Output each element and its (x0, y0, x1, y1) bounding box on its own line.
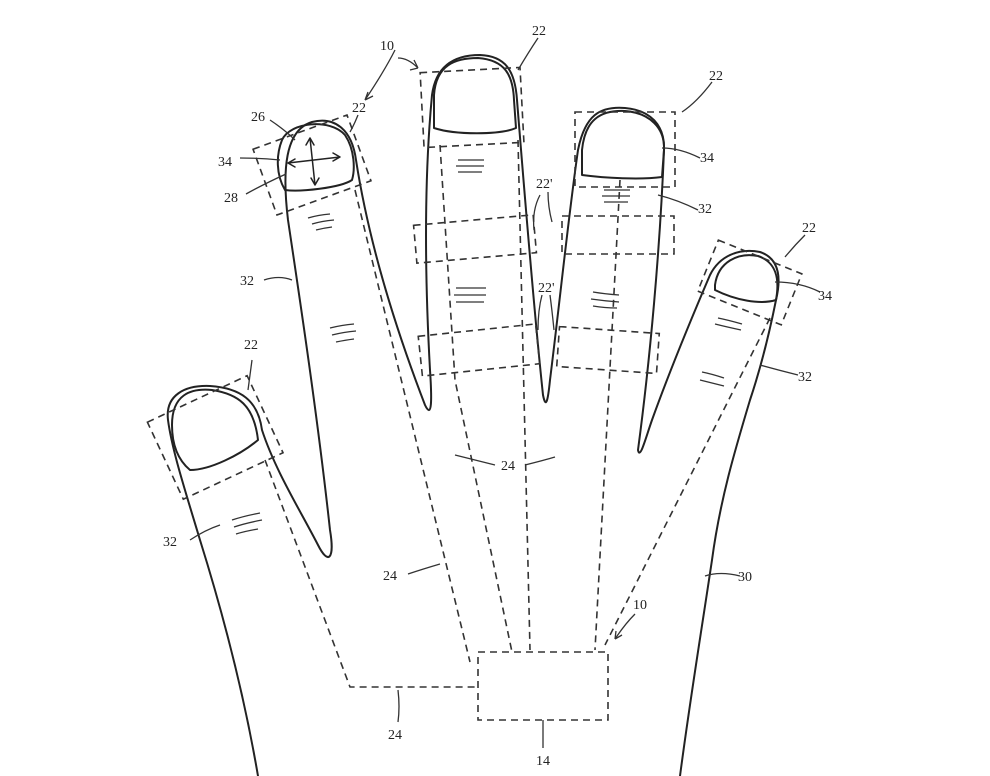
label-wire-pinky: 24 (388, 728, 402, 743)
label-device-top: 10 (380, 39, 394, 54)
label-palm: 30 (738, 570, 752, 585)
nail-pinky (171, 388, 259, 471)
nail-ring (276, 123, 355, 192)
nail-middle (433, 57, 517, 135)
label-sensor-pinky: 22 (244, 338, 258, 353)
label-sensor-thumb: 22 (802, 221, 816, 236)
label-control-unit: 14 (536, 754, 550, 769)
label-finger-thumb: 32 (798, 370, 812, 385)
label-nail-thumb: 34 (818, 289, 832, 304)
label-sensor-ring: 22 (352, 101, 366, 116)
label-sensor-index: 22 (709, 69, 723, 84)
motion-arrows-icon (287, 137, 341, 186)
hand-outline (166, 54, 780, 776)
label-arrow-28: 28 (224, 191, 238, 206)
control-unit (477, 651, 609, 721)
label-wire-middle: 24 (501, 459, 515, 474)
label-finger-index: 32 (698, 202, 712, 217)
label-device-bottom: 10 (633, 598, 647, 613)
wires (264, 139, 771, 688)
label-finger-ring: 32 (240, 274, 254, 289)
label-wire-ring: 24 (383, 569, 397, 584)
label-arrow-26: 26 (251, 110, 265, 125)
leader-lines (189, 37, 821, 749)
label-nail-ring: 34 (218, 155, 232, 170)
knuckle-lines (231, 159, 743, 535)
label-sensor-middle: 22 (532, 24, 546, 39)
label-segment-lower: 22' (538, 281, 555, 296)
label-finger-pinky: 32 (163, 535, 177, 550)
nail-index (581, 109, 666, 180)
nail-thumb (714, 254, 779, 303)
label-nail-index: 34 (700, 151, 714, 166)
label-segment-upper: 22' (536, 177, 553, 192)
sensor-boxes (146, 66, 803, 501)
